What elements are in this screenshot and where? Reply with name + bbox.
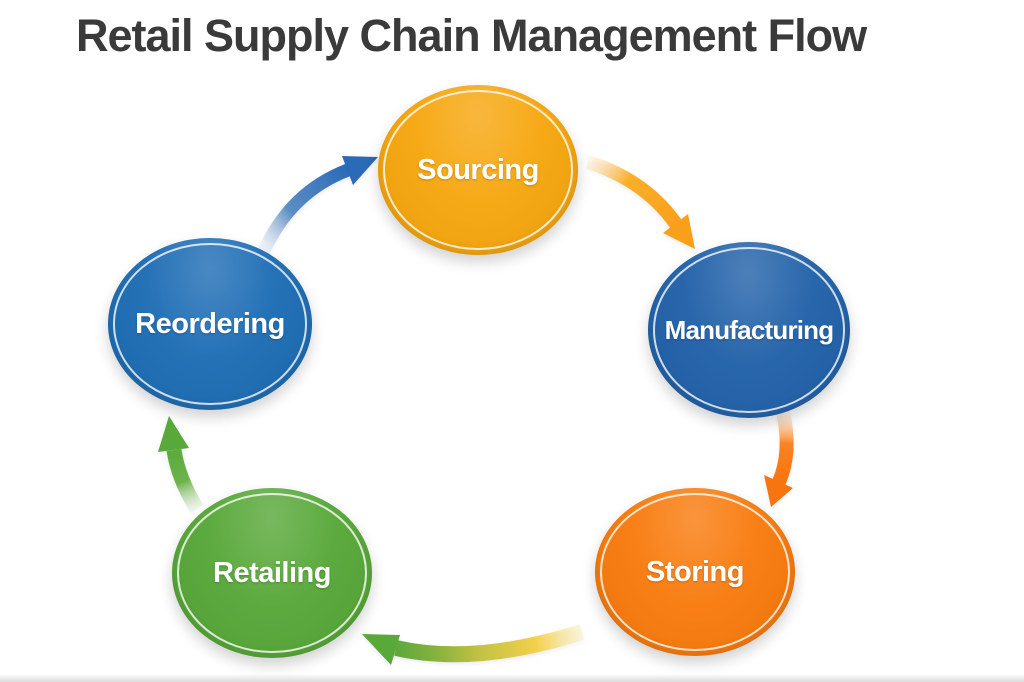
arrow-storing-to-retailing [362,624,585,665]
node-manufacturing: Manufacturing [648,242,850,418]
arrow-reordering-to-sourcing [257,156,378,256]
bottom-edge-shadow [0,674,1024,682]
node-label: Sourcing [417,153,539,186]
arrow-retailing-to-reordering [158,416,204,513]
arrow-manufacturing-to-storing [764,410,794,507]
node-label: Storing [646,555,745,588]
node-label: Manufacturing [664,314,835,345]
node-sourcing: Sourcing [378,85,578,255]
arrow-sourcing-to-manufacturing [585,155,695,249]
node-reordering: Reordering [108,238,312,410]
node-storing: Storing [595,488,795,656]
node-retailing: Retailing [172,488,372,658]
page-title: Retail Supply Chain Management Flow [76,10,867,61]
node-label: Retailing [213,556,331,589]
node-label: Reordering [135,307,285,340]
